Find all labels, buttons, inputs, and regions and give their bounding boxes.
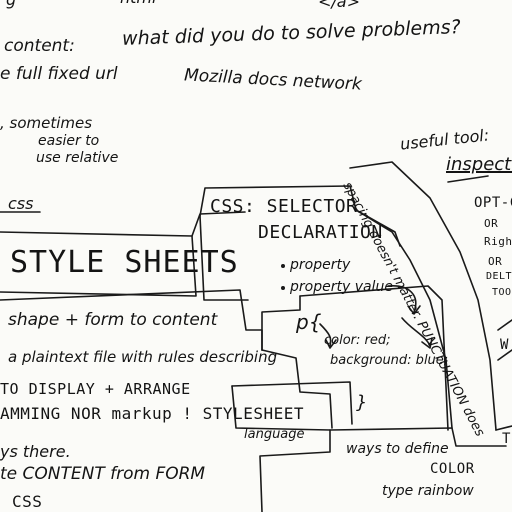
style-sheets-title: STYLE SHEETS xyxy=(10,245,239,280)
color-label: COLOR xyxy=(430,461,475,477)
tool-delta: DELTA xyxy=(486,271,512,282)
tool-inspector: inspecto xyxy=(446,154,512,175)
code-close-brace: } xyxy=(356,392,368,413)
content-label: content: xyxy=(4,36,75,56)
tool-tools: TOO xyxy=(492,287,512,298)
language-note: language xyxy=(244,427,305,442)
top-left-fragment: g xyxy=(6,0,16,8)
top-tag-fragment: </a> xyxy=(318,0,361,11)
ways-there-note: ys there. xyxy=(0,442,71,461)
code-line-2: background: blue; xyxy=(330,353,449,368)
selector-heading: CSS: SELECTOR xyxy=(210,196,358,217)
tool-right: Righ xyxy=(484,235,512,248)
right-w-fragment: W xyxy=(500,337,509,353)
property-bullet: property xyxy=(290,257,351,273)
tool-or2: OR xyxy=(488,255,503,268)
use-relative-note: use relative xyxy=(36,150,119,166)
tool-or1: OR xyxy=(484,217,499,230)
ways-to-define-note: ways to define xyxy=(346,441,449,457)
css-small-label: css xyxy=(8,194,34,213)
property-value-bullet: property value xyxy=(290,279,393,295)
code-line-1: color: red; xyxy=(324,333,391,348)
tool-opt: OPT-C xyxy=(474,195,512,211)
type-rainbow-note: type rainbow xyxy=(382,483,474,499)
declaration-heading: DECLARATION xyxy=(258,222,383,243)
content-from-form-note: te CONTENT from FORM xyxy=(0,464,206,484)
display-arrange-note: TO DISPLAY + ARRANGE xyxy=(0,380,191,398)
easier-to-note: easier to xyxy=(38,133,100,149)
top-html-fragment: html xyxy=(120,0,156,6)
programming-note: AMMING NOR markup ! STYLESHEET xyxy=(0,404,304,423)
shape-form-note: shape + form to content xyxy=(8,310,218,330)
plaintext-note: a plaintext file with rules describing xyxy=(8,348,278,366)
code-open-brace: p{ xyxy=(296,310,322,334)
sometimes-note: , sometimes xyxy=(0,114,93,132)
right-t-fragment: T xyxy=(502,431,511,447)
css-bottom-label: CSS xyxy=(12,492,43,511)
fixed-url-note: e full fixed url xyxy=(0,64,118,84)
